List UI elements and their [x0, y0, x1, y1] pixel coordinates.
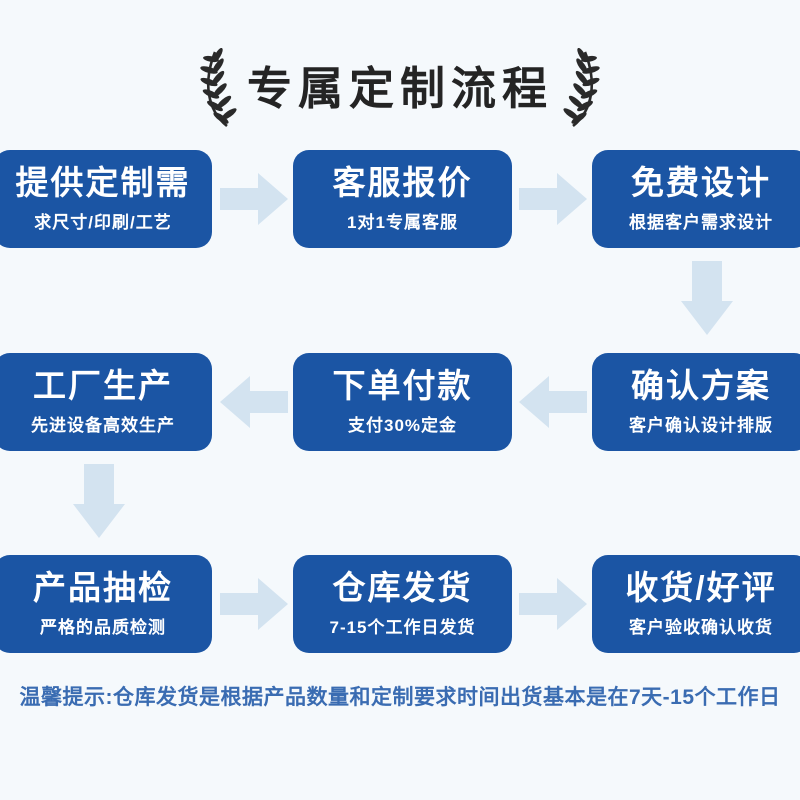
page-title: 专属定制流程: [246, 62, 553, 114]
step-box-confirm-plan: 确认方案 客户确认设计排版: [592, 353, 800, 451]
arrow-right-icon: [519, 173, 587, 225]
step-box-pay-order: 下单付款 支付30%定金: [293, 353, 512, 451]
arrow-right-icon: [220, 173, 288, 225]
note-text: 温馨提示:仓库发货是根据产品数量和定制要求时间出货基本是在7天-15个工作日: [19, 686, 781, 709]
step-subtitle: 先进设备高效生产: [31, 415, 175, 435]
laurel-right-icon: [563, 48, 600, 128]
step-subtitle: 1对1专属客服: [347, 212, 458, 232]
step-title: 下单付款: [332, 367, 473, 405]
laurel-left-icon: [200, 48, 237, 128]
step-subtitle: 严格的品质检测: [40, 617, 166, 637]
step-title: 工厂生产: [33, 367, 173, 405]
step-title: 免费设计: [631, 164, 771, 202]
arrow-down-icon: [681, 261, 733, 335]
step-title: 客服报价: [332, 164, 473, 202]
arrow-right-icon: [220, 578, 288, 630]
step-title: 收货/好评: [625, 569, 777, 607]
step-box-free-design: 免费设计 根据客户需求设计: [592, 150, 800, 248]
step-title: 确认方案: [631, 367, 771, 405]
step-title: 仓库发货: [332, 569, 473, 607]
step-title: 提供定制需: [15, 164, 191, 202]
arrow-right-icon: [519, 578, 587, 630]
step-box-quote: 客服报价 1对1专属客服: [293, 150, 512, 248]
step-subtitle: 客户确认设计排版: [629, 415, 773, 435]
step-subtitle: 支付30%定金: [347, 415, 458, 435]
page-header: 专属定制流程: [0, 48, 800, 128]
arrow-left-icon: [519, 376, 587, 428]
step-subtitle: 客户验收确认收货: [629, 617, 773, 637]
step-box-receive-review: 收货/好评 客户验收确认收货: [592, 555, 800, 653]
step-box-warehouse-shipping: 仓库发货 7-15个工作日发货: [293, 555, 512, 653]
step-subtitle: 根据客户需求设计: [629, 212, 773, 232]
step-box-sampling-inspection: 产品抽检 严格的品质检测: [0, 555, 212, 653]
step-box-factory-production: 工厂生产 先进设备高效生产: [0, 353, 212, 451]
arrow-left-icon: [220, 376, 288, 428]
step-title: 产品抽检: [33, 569, 173, 607]
arrow-down-icon: [73, 464, 125, 538]
step-box-requirements: 提供定制需 求尺寸/印刷/工艺: [0, 150, 212, 248]
step-subtitle: 求尺寸/印刷/工艺: [34, 212, 172, 232]
step-subtitle: 7-15个工作日发货: [329, 617, 476, 637]
